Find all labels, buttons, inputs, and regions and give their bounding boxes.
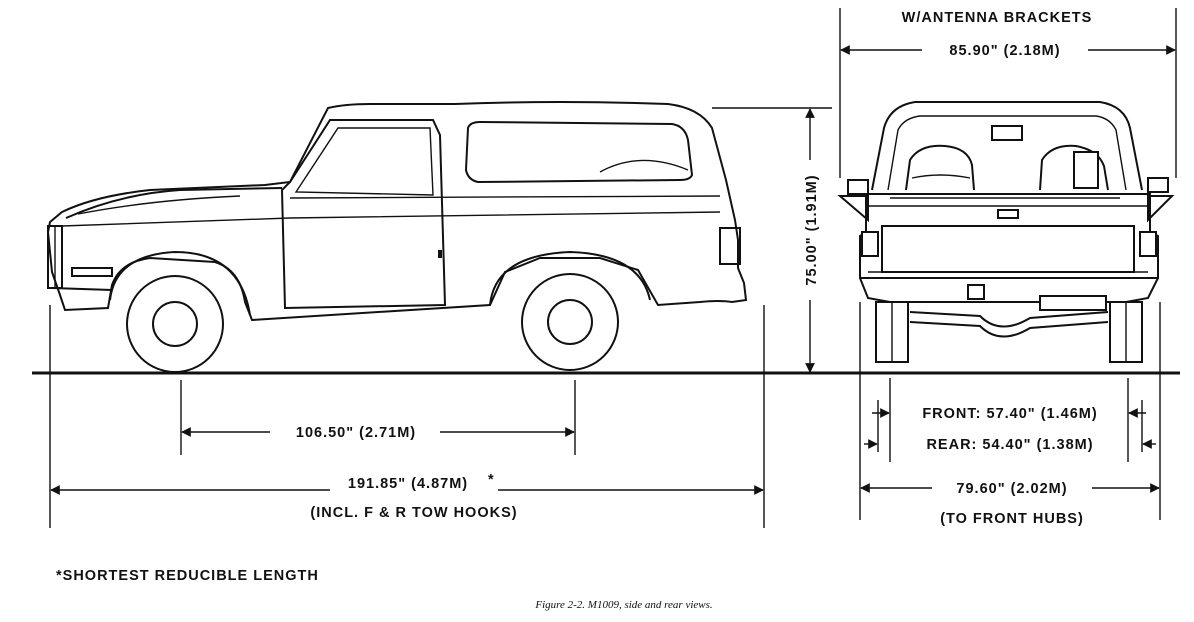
hub-width-label: 79.60" (2.02M) bbox=[956, 481, 1067, 497]
figure-caption: Figure 2-2. M1009, side and rear views. bbox=[534, 599, 712, 611]
wheelbase-label: 106.50" (2.71M) bbox=[296, 425, 416, 441]
rear-view-dimensions: W/ANTENNA BRACKETS 85.90" (2.18M) FRONT:… bbox=[839, 8, 1177, 527]
front-track-label: FRONT: 57.40" (1.46M) bbox=[922, 406, 1097, 422]
rear-view-vehicle bbox=[837, 101, 1175, 363]
length-note: (INCL. F & R TOW HOOKS) bbox=[310, 505, 517, 521]
overall-length-label: 191.85" (4.87M) bbox=[348, 476, 468, 492]
length-asterisk: * bbox=[488, 472, 495, 488]
hub-note: (TO FRONT HUBS) bbox=[940, 511, 1084, 527]
side-view-dimensions: 106.50" (2.71M) 191.85" (4.87M) * (INCL.… bbox=[49, 107, 832, 528]
rear-track-label: REAR: 54.40" (1.38M) bbox=[926, 437, 1093, 453]
antenna-width-label: 85.90" (2.18M) bbox=[949, 43, 1060, 59]
antenna-title: W/ANTENNA BRACKETS bbox=[902, 10, 1093, 26]
height-label: 75.00" (1.91M) bbox=[804, 174, 820, 285]
footnote: *SHORTEST REDUCIBLE LENGTH bbox=[56, 568, 319, 584]
side-view-vehicle bbox=[46, 101, 748, 373]
